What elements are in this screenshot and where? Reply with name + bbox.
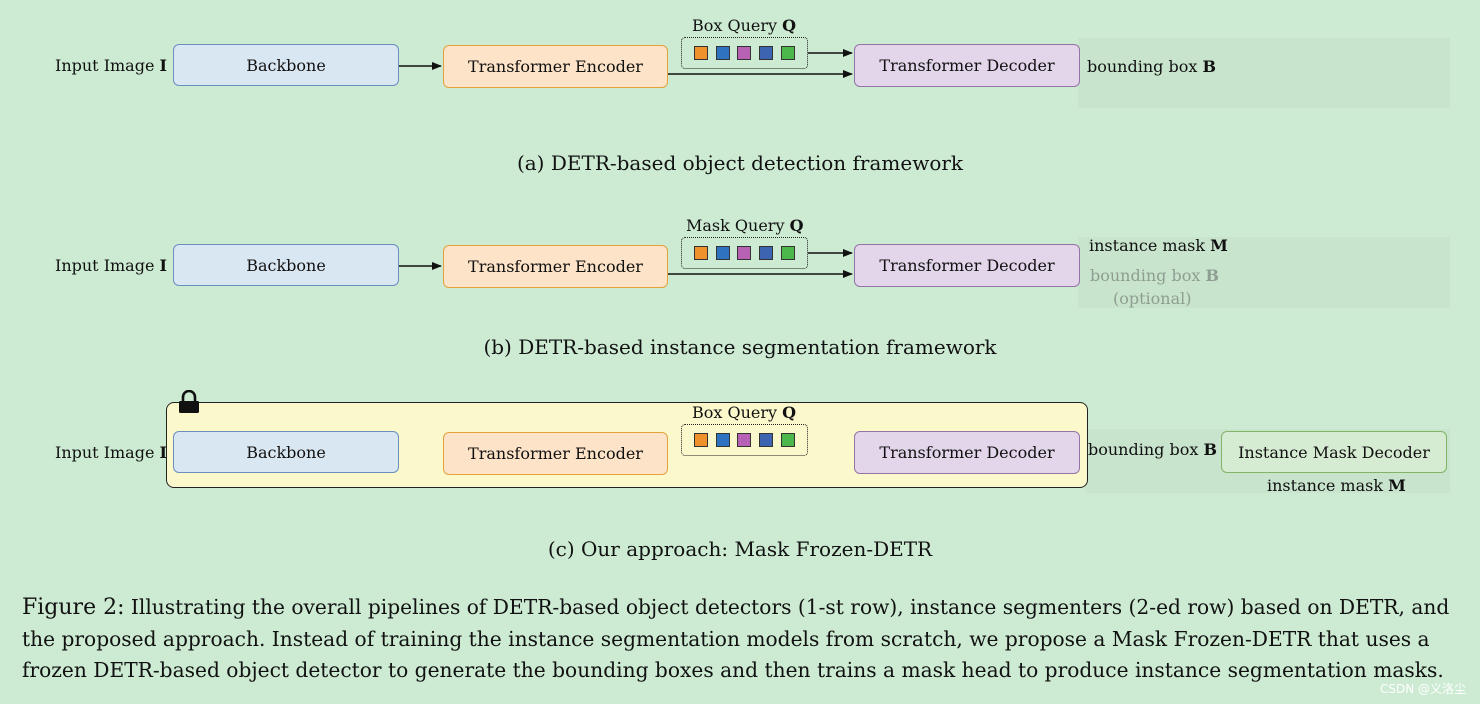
input-image-label: Input Image I (55, 443, 167, 462)
subfigure-caption-c: (c) Our approach: Mask Frozen-DETR (547, 537, 933, 561)
query-token (781, 46, 796, 60)
query-token (781, 246, 796, 260)
transformer-encoder-box: Transformer Encoder (443, 432, 668, 475)
query-group (681, 237, 808, 269)
transformer-encoder-box: Transformer Encoder (443, 245, 668, 288)
output-instance-mask-label: instance mask M (1267, 476, 1406, 495)
backbone-box: Backbone (173, 431, 399, 473)
watermark: CSDN @义洛尘 (1379, 682, 1466, 696)
query-token (759, 246, 774, 260)
figure-caption: Figure 2: Illustrating the overall pipel… (22, 592, 1462, 687)
output-bounding-box-label: bounding box B (1088, 440, 1217, 459)
output-panel (1078, 38, 1450, 108)
query-token (737, 246, 752, 260)
query-group (681, 37, 808, 69)
query-token (781, 433, 796, 447)
mask-query-label: Mask Query Q (686, 216, 804, 235)
query-group (681, 424, 808, 456)
transformer-decoder-box: Transformer Decoder (854, 44, 1080, 87)
input-image-label: Input Image I (55, 256, 167, 275)
output-bounding-box-label: bounding box B (1087, 57, 1216, 76)
subfigure-caption-a: (a) DETR-based object detection framewor… (516, 151, 964, 175)
query-token (759, 433, 774, 447)
query-token (693, 433, 708, 447)
box-query-label: Box Query Q (692, 16, 797, 35)
box-query-label: Box Query Q (692, 403, 797, 422)
figure-number: Figure 2: (22, 595, 125, 620)
output-instance-mask-label: instance mask M (1089, 236, 1228, 255)
output-bounding-box-label: bounding box B (1090, 266, 1219, 285)
transformer-decoder-box: Transformer Decoder (854, 244, 1080, 287)
query-token (693, 246, 708, 260)
subfigure-caption-b: (b) DETR-based instance segmentation fra… (483, 335, 997, 359)
transformer-decoder-box: Transformer Decoder (854, 431, 1080, 474)
instance-mask-decoder-box: Instance Mask Decoder (1221, 431, 1447, 473)
query-token (737, 433, 752, 447)
query-token (737, 46, 752, 60)
input-image-label: Input Image I (55, 56, 167, 75)
lock-icon (179, 390, 199, 413)
optional-label: (optional) (1113, 289, 1192, 308)
backbone-box: Backbone (173, 244, 399, 286)
query-token (759, 46, 774, 60)
query-token (715, 246, 730, 260)
query-token (715, 46, 730, 60)
backbone-box: Backbone (173, 44, 399, 86)
query-token (715, 433, 730, 447)
figure-caption-text: Illustrating the overall pipelines of DE… (22, 595, 1450, 682)
query-token (693, 46, 708, 60)
output-panel (1078, 237, 1450, 308)
transformer-encoder-box: Transformer Encoder (443, 45, 668, 88)
